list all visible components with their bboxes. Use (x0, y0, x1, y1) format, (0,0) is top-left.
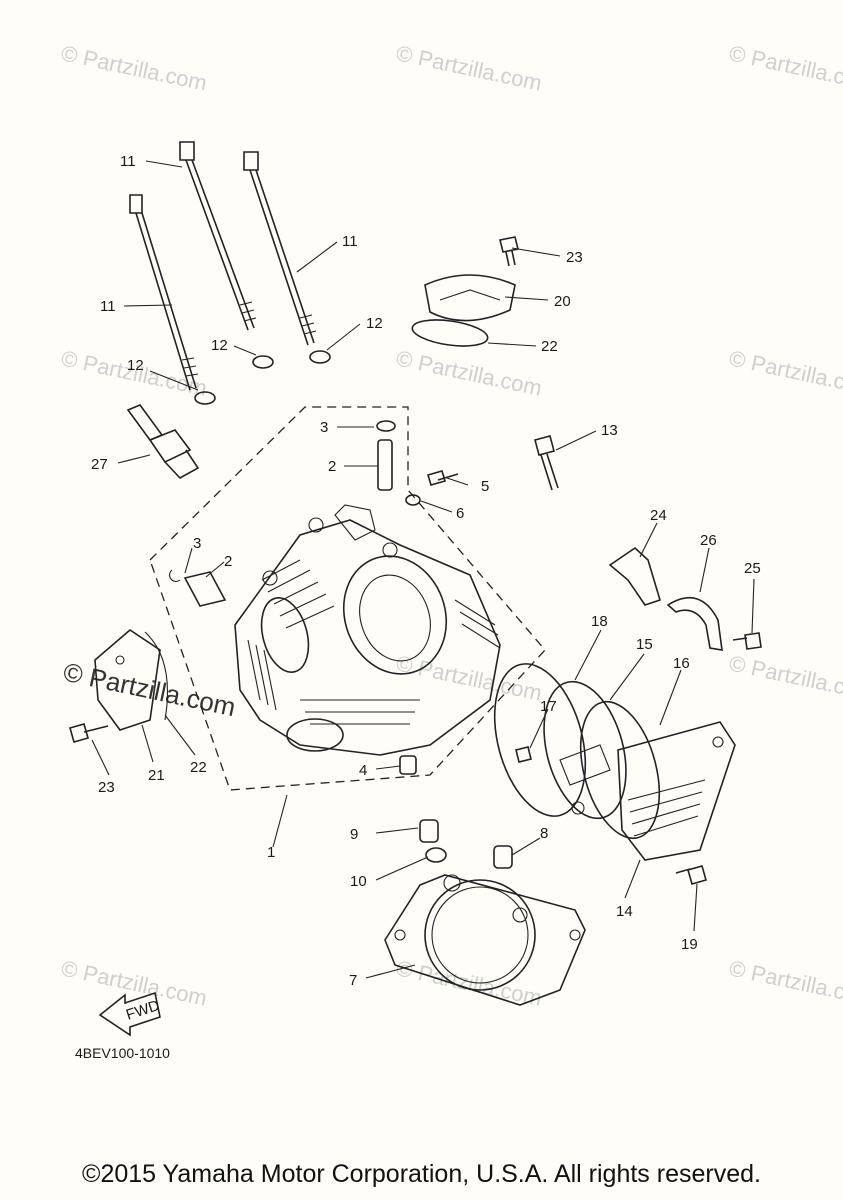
watermark: © Partzilla.com (727, 650, 843, 705)
callout-23: 23 (566, 249, 583, 266)
valve-guide (169, 569, 227, 607)
callout-9: 9 (350, 826, 358, 843)
callout-6: 6 (456, 505, 464, 522)
watermark: © Partzilla.com (394, 345, 544, 400)
side-cover (94, 628, 168, 731)
watermark: © Partzilla.com (727, 345, 843, 400)
callout-1: 1 (267, 844, 275, 861)
callout-20: 20 (554, 293, 571, 310)
o-ring (493, 663, 587, 817)
fwd-arrow: FWD (98, 991, 162, 1037)
stud-bolt (534, 435, 559, 491)
watermark: © Partzilla.com (727, 40, 843, 95)
watermark: © Partzilla.com (394, 650, 544, 705)
watermark: © Partzilla.com (59, 955, 209, 1010)
callout-19: 19 (681, 936, 698, 953)
bracket (608, 546, 661, 606)
callout-8: 8 (540, 825, 548, 842)
copyright-notice: ©2015 Yamaha Motor Corporation, U.S.A. A… (82, 1160, 761, 1188)
callout-14: 14 (616, 903, 633, 920)
watermark: © Partzilla.com (394, 955, 544, 1010)
washer (405, 494, 421, 506)
callout-4: 4 (359, 762, 367, 779)
dowel-pin (493, 845, 513, 869)
callout-labels: 11 11 11 12 12 12 3 2 27 5 6 13 3 2 23 2… (91, 153, 761, 989)
leader-lines (91, 160, 755, 979)
callout-23: 23 (98, 779, 115, 796)
washer (309, 350, 331, 364)
diagram-code: 4BEV100-1010 (75, 1045, 170, 1061)
o-ring (411, 319, 489, 347)
watermark-feature: © Partzilla.com (61, 657, 239, 723)
tappet-cover (617, 721, 736, 861)
callout-13: 13 (601, 422, 618, 439)
watermark: © Partzilla.com (59, 40, 209, 95)
callout-5: 5 (481, 478, 489, 495)
oil-cap (424, 274, 516, 322)
callout-24: 24 (650, 507, 667, 524)
clamp (666, 596, 723, 651)
head-bolt (243, 151, 317, 346)
spark-plug (126, 404, 200, 480)
washer (194, 391, 216, 405)
callout-26: 26 (700, 532, 717, 549)
assembly-outline (149, 406, 546, 791)
callout-12: 12 (211, 337, 228, 354)
callout-11: 11 (100, 298, 116, 315)
cylinder-head (234, 504, 501, 756)
callout-27: 27 (91, 456, 108, 473)
callout-17: 17 (540, 698, 557, 715)
washer (252, 355, 274, 369)
o-ring (579, 700, 661, 840)
callout-2: 2 (224, 553, 232, 570)
valve-guide (376, 420, 396, 491)
callout-25: 25 (744, 560, 761, 577)
callout-15: 15 (636, 636, 653, 653)
callout-10: 10 (350, 873, 367, 890)
callout-18: 18 (591, 613, 608, 630)
callout-21: 21 (148, 767, 165, 784)
bolt (732, 632, 762, 650)
watermark: © Partzilla.com (727, 955, 843, 1010)
callout-22: 22 (190, 759, 207, 776)
seal (399, 755, 417, 775)
callout-3: 3 (320, 419, 328, 436)
seal (419, 819, 439, 843)
callout-2: 2 (328, 458, 336, 475)
watermark-group: © Partzilla.com © Partzilla.com © Partzi… (59, 40, 843, 1010)
callout-11: 11 (120, 153, 136, 170)
screw (499, 236, 519, 267)
head-bolt (179, 141, 257, 331)
head-bolt (129, 194, 199, 391)
callout-7: 7 (349, 972, 357, 989)
bolt (427, 470, 459, 486)
callout-12: 12 (366, 315, 383, 332)
callout-12: 12 (127, 357, 144, 374)
screw (515, 746, 532, 763)
callout-22: 22 (541, 338, 558, 355)
washer (425, 847, 447, 863)
head-gasket (384, 874, 586, 1006)
watermark: © Partzilla.com (394, 40, 544, 95)
bolt (675, 865, 707, 885)
callout-3: 3 (193, 535, 201, 552)
callout-16: 16 (673, 655, 690, 672)
callout-11: 11 (342, 233, 358, 250)
screw (69, 723, 109, 743)
